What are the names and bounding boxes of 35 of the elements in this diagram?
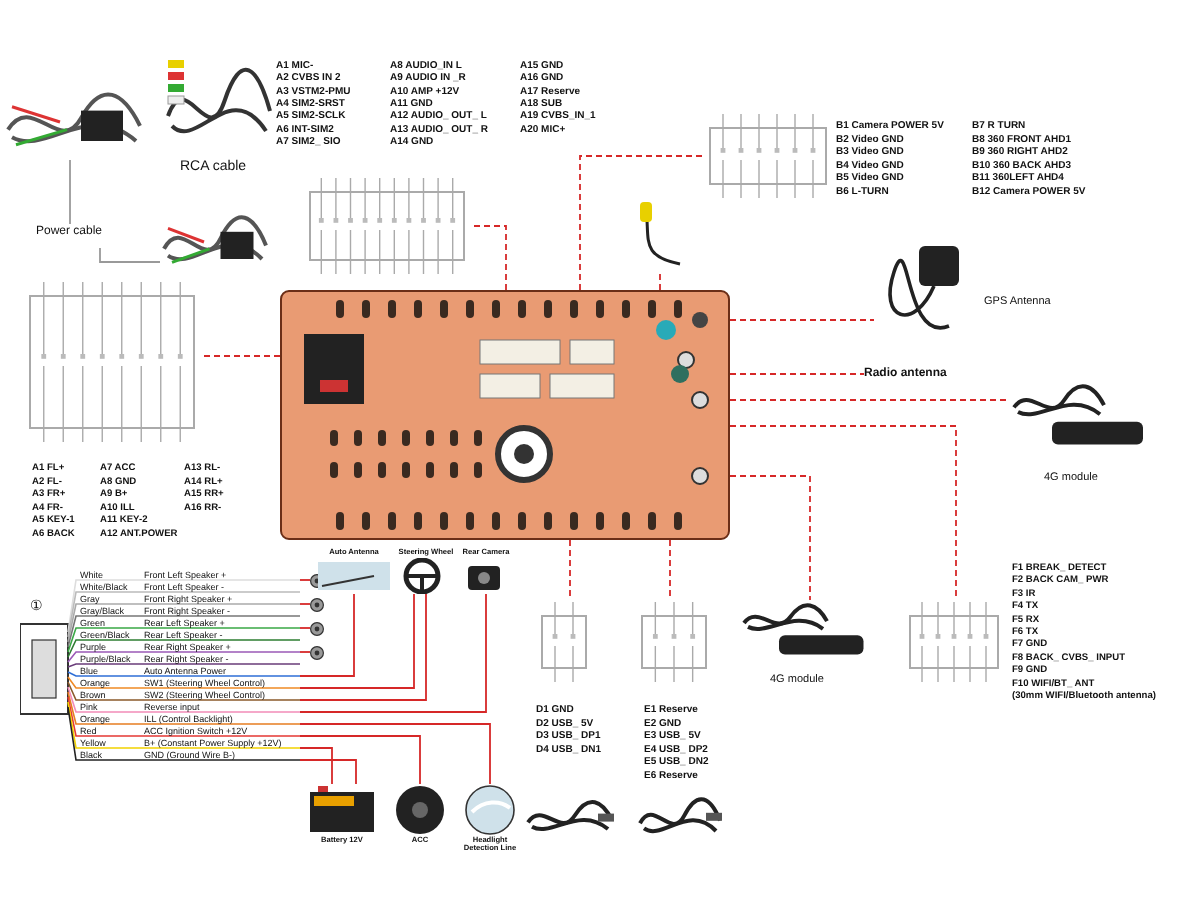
wire-line <box>299 593 427 701</box>
connector-drawing <box>904 600 1004 684</box>
dashed-leader-line <box>729 399 1011 401</box>
wire-line <box>299 593 415 689</box>
connector-drawing <box>304 176 470 276</box>
wire-line <box>299 627 311 629</box>
wire-line <box>99 247 161 263</box>
dashed-leader-line <box>199 355 281 357</box>
dashed-leader-line <box>659 269 661 291</box>
connector-drawing <box>536 600 592 684</box>
head-unit-drawing <box>280 290 730 540</box>
connector-drawing <box>704 112 832 200</box>
wire-line <box>299 603 311 605</box>
dashed-leader-line <box>579 155 705 291</box>
speaker-icon <box>310 622 324 636</box>
dashed-leader-line <box>729 373 865 375</box>
wire-line <box>299 593 355 677</box>
connector-drawing <box>636 600 712 684</box>
wire-line <box>299 735 421 785</box>
speaker-icon <box>310 646 324 660</box>
dashed-leader-line <box>569 539 571 601</box>
dashed-leader-line <box>469 225 507 291</box>
wire-line <box>69 159 71 225</box>
wire-line <box>299 593 487 713</box>
dashed-leader-line <box>669 539 671 601</box>
wire-line <box>299 651 311 653</box>
connector-drawing <box>24 280 200 444</box>
wire-line <box>299 579 311 581</box>
dashed-leader-line <box>729 319 875 321</box>
wire-line <box>299 759 357 785</box>
dashed-leader-line <box>729 425 957 601</box>
speaker-icon <box>310 598 324 612</box>
wire-line <box>299 723 491 785</box>
wire-line <box>299 747 333 785</box>
dashed-leader-line <box>729 475 811 601</box>
